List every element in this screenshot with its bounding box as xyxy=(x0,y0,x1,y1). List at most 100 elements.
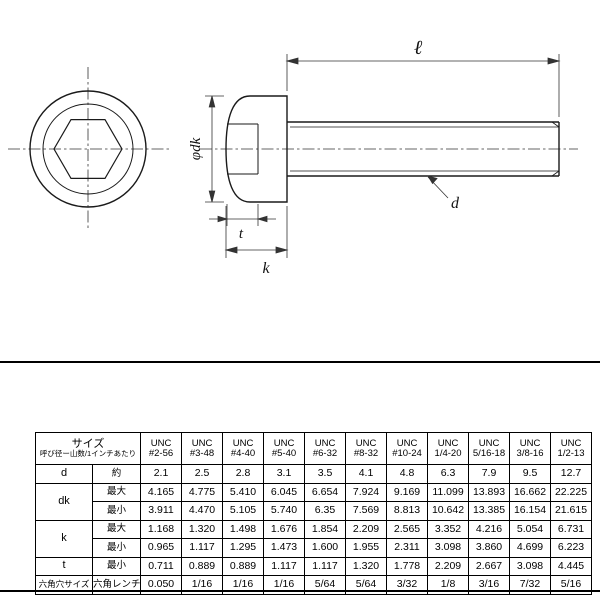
value-cell: 3.352 xyxy=(427,519,470,539)
value-cell: 1.498 xyxy=(222,519,265,539)
head-outer-circle xyxy=(29,90,147,208)
limit-cell: 最小 xyxy=(91,556,142,576)
value-cell: 2.5 xyxy=(181,464,224,484)
value-cell: 6.35 xyxy=(304,501,347,521)
value-cell: 16.154 xyxy=(509,501,552,521)
value-cell: 1.676 xyxy=(263,519,306,539)
value-cell: 6.045 xyxy=(263,482,306,502)
value-cell: 3/32 xyxy=(386,575,429,595)
section-divider-bottom xyxy=(0,590,600,592)
value-cell: 6.654 xyxy=(304,482,347,502)
dimension-head-diameter xyxy=(205,95,224,203)
value-cell: 5/64 xyxy=(304,575,347,595)
value-cell: 2.1 xyxy=(140,464,183,484)
value-cell: 2.311 xyxy=(386,538,429,558)
dimension-cell: t xyxy=(35,556,93,576)
value-cell: 21.615 xyxy=(550,501,593,521)
column-header: UNC#8-32 xyxy=(345,432,388,465)
value-cell: 6.223 xyxy=(550,538,593,558)
column-header: UNC#3-48 xyxy=(181,432,224,465)
value-cell: 12.7 xyxy=(550,464,593,484)
pitch-label: 呼び径ー山数/1インチあたり xyxy=(39,449,137,459)
value-cell: 4.216 xyxy=(468,519,511,539)
value-cell: 1.295 xyxy=(222,538,265,558)
column-header: UNC#4-40 xyxy=(222,432,265,465)
side-view xyxy=(225,95,560,203)
value-cell: 6.731 xyxy=(550,519,593,539)
value-cell: 9.5 xyxy=(509,464,552,484)
value-cell: 2.8 xyxy=(222,464,265,484)
leader-thread-diameter xyxy=(427,175,449,199)
value-cell: 1.955 xyxy=(345,538,388,558)
value-cell: 10.642 xyxy=(427,501,470,521)
size-label: サイズ xyxy=(71,437,105,450)
column-header: UNC#5-40 xyxy=(263,432,306,465)
value-cell: 0.711 xyxy=(140,556,183,576)
dimension-cell: 六角穴サイズ xyxy=(35,575,93,595)
socket-depth-dimension-label: t xyxy=(239,226,244,242)
limit-cell: 約 xyxy=(91,464,142,484)
dimension-length xyxy=(285,54,561,117)
value-cell: 0.965 xyxy=(140,538,183,558)
value-cell: 3.098 xyxy=(509,556,552,576)
value-cell: 1.168 xyxy=(140,519,183,539)
head-profile xyxy=(225,95,288,203)
dimension-socket-depth xyxy=(209,204,276,226)
limit-cell: 最小 xyxy=(91,538,142,558)
value-cell: 4.775 xyxy=(181,482,224,502)
value-cell: 3.098 xyxy=(427,538,470,558)
value-cell: 4.165 xyxy=(140,482,183,502)
value-cell: 4.445 xyxy=(550,556,593,576)
value-cell: 7.569 xyxy=(345,501,388,521)
value-cell: 4.1 xyxy=(345,464,388,484)
value-cell: 0.889 xyxy=(181,556,224,576)
value-cell: 8.813 xyxy=(386,501,429,521)
value-cell: 3.5 xyxy=(304,464,347,484)
value-cell: 2.209 xyxy=(345,519,388,539)
value-cell: 1.117 xyxy=(181,538,224,558)
column-header: UNC#6-32 xyxy=(304,432,347,465)
value-cell: 1.117 xyxy=(263,556,306,576)
value-cell: 2.565 xyxy=(386,519,429,539)
center-lines xyxy=(8,67,578,231)
thread-diameter-label: d xyxy=(451,195,460,212)
length-dimension-label: ℓ xyxy=(414,37,423,59)
value-cell: 5.054 xyxy=(509,519,552,539)
hex-socket-outline xyxy=(53,118,123,179)
dimension-cell: k xyxy=(35,519,93,558)
value-cell: 1.320 xyxy=(181,519,224,539)
value-cell: 5/16 xyxy=(550,575,593,595)
value-cell: 3.860 xyxy=(468,538,511,558)
value-cell: 0.889 xyxy=(222,556,265,576)
socket-section xyxy=(227,123,259,175)
value-cell: 1.473 xyxy=(263,538,306,558)
front-view xyxy=(29,90,147,208)
value-cell: 1.117 xyxy=(304,556,347,576)
value-cell: 11.099 xyxy=(427,482,470,502)
value-cell: 6.3 xyxy=(427,464,470,484)
value-cell: 5.740 xyxy=(263,501,306,521)
value-cell: 9.169 xyxy=(386,482,429,502)
column-header: UNC#10-24 xyxy=(386,432,429,465)
value-cell: 2.209 xyxy=(427,556,470,576)
limit-cell: 六角レンチ xyxy=(91,575,142,595)
value-cell: 3.1 xyxy=(263,464,306,484)
thread-minor-lines xyxy=(290,126,559,172)
value-cell: 1.600 xyxy=(304,538,347,558)
limit-cell: 最小 xyxy=(91,501,142,521)
value-cell: 1/16 xyxy=(222,575,265,595)
head-height-dimension-label: k xyxy=(262,260,270,277)
dimension-cell: d xyxy=(35,464,93,484)
value-cell: 13.385 xyxy=(468,501,511,521)
